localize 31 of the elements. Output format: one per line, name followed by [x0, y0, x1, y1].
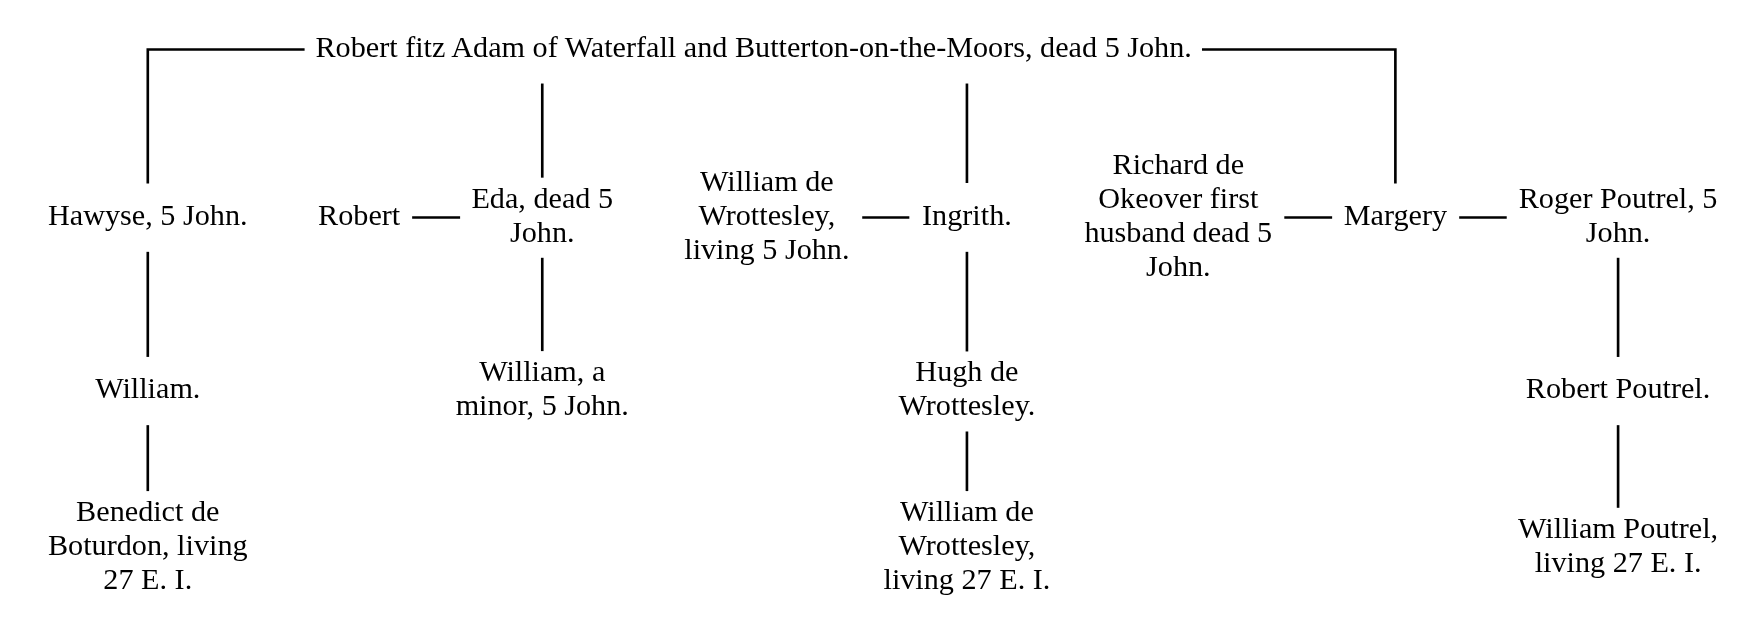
- node-text: William de Wrottesley, living 27 E. I.: [883, 494, 1050, 596]
- node-text: Hawyse, 5 John.: [47, 197, 248, 232]
- node-text: William Poutrel, living 27 E. I.: [1517, 511, 1718, 579]
- node-text: William.: [94, 371, 200, 406]
- node-text: Robert: [317, 197, 400, 232]
- connector: [1283, 216, 1332, 219]
- connector: [965, 251, 968, 352]
- connector: [1616, 425, 1619, 508]
- connector: [1616, 257, 1619, 357]
- connector: [145, 425, 149, 492]
- node-text: Eda, dead 5 John.: [470, 180, 613, 249]
- connector: [540, 257, 544, 352]
- connector: [145, 48, 305, 184]
- node-text: Margery: [1343, 197, 1447, 232]
- node-text: Ingrith.: [921, 197, 1012, 232]
- connector: [861, 216, 909, 219]
- node-text: Benedict de Boturdon, living 27 E. I.: [47, 494, 248, 596]
- connector: [411, 216, 460, 219]
- node-text: Robert Poutrel.: [1525, 371, 1710, 406]
- connector: [145, 251, 149, 357]
- node-text: Roger Poutrel, 5 John.: [1518, 180, 1717, 249]
- connector: [965, 83, 968, 183]
- node-text: Hugh de Wrottesley.: [898, 354, 1035, 423]
- connector: [1458, 216, 1507, 219]
- node-text: William de Wrottesley, living 5 John.: [683, 163, 849, 266]
- node-text: Richard de Okeover first husband dead 5 John.: [1083, 146, 1272, 283]
- node-text: Robert fitz Adam of Waterfall and Butterton-on-the-Moors, dead 5 John.: [314, 29, 1192, 64]
- connector: [540, 83, 544, 178]
- node-text: William, a minor, 5 John.: [455, 354, 629, 423]
- connector: [1201, 48, 1397, 184]
- connector: [965, 431, 968, 492]
